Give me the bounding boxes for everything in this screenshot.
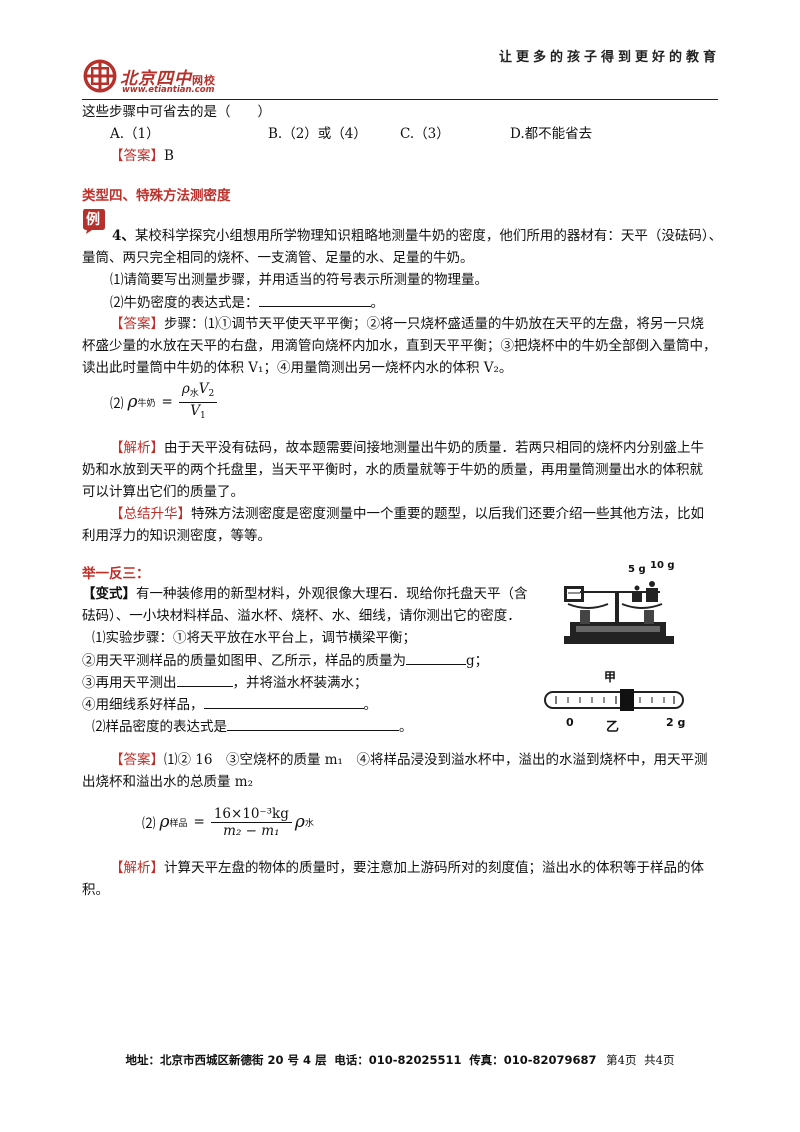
- page-footer: 地址：北京市西城区新德街 20 号 4 层 电话：010-82025511 传真…: [125, 1053, 675, 1067]
- q4-line1: 4、某校科学探究小组想用所学物理知识粗略地测量牛奶的密度，他们所用的器材有：天平…: [112, 228, 723, 244]
- q4-sub1: ⑴请简要写出测量步骤，并用适当的符号表示所测量的物理量。: [110, 272, 488, 288]
- prev-option-c: C.（3）: [400, 126, 450, 142]
- balance-scale-icon: [564, 581, 674, 644]
- figure-label-yi: 乙: [606, 720, 620, 735]
- q4-answer-line3: 读出此时量筒中牛奶的体积 V₁；④用量筒测出另一烧杯内水的体积 V₂。: [82, 360, 513, 376]
- logo-emblem-icon: [83, 59, 117, 93]
- prev-option-d: D.都不能省去: [510, 126, 593, 142]
- prev-option-b: B.（2）或（4）: [268, 126, 367, 142]
- header-slogan: 让更多的孩子得到更好的教育: [498, 50, 720, 65]
- weight-label-10g: 10 g: [650, 560, 675, 571]
- figure-label-jia: 甲: [604, 670, 617, 684]
- page-number: 第4页: [606, 1053, 637, 1067]
- q4-line2: 量筒、两只完全相同的烧杯、一支滴管、足量的水、足量的牛奶。: [82, 250, 474, 266]
- q4-summary-line2: 利用浮力的知识测密度，等等。: [82, 528, 271, 544]
- variant-answer-line1: 【答案】⑴② 16 ③空烧杯的质量 m₁ ④将样品浸没到溢水杯中，溢出的水溢到烧…: [110, 752, 708, 768]
- section-title: 类型四、特殊方法测密度: [82, 188, 231, 204]
- variant-step3: ③再用天平测出，并将溢水杯装满水；: [82, 672, 368, 693]
- rider-scale-icon: [544, 689, 684, 711]
- prev-answer: 【答案】B: [110, 148, 174, 164]
- scale-label-2g: 2 g: [666, 716, 686, 729]
- variant-line2: 砝码）、一小块材料样品、溢水杯、烧杯、水、细线，请你测出它的密度．: [82, 608, 521, 624]
- example-badge: 例: [82, 207, 106, 235]
- q4-summary-line1: 【总结升华】特殊方法测密度是密度测量中一个重要的题型，以后我们还要介绍一些其他方…: [110, 506, 704, 522]
- q4-answer-line2: 杯盛少量的水放在天平的右盘，用滴管向烧杯内加水，直到天平平衡；③把烧杯中的牛奶全…: [82, 338, 717, 354]
- variant-title: 举一反三：: [82, 566, 150, 582]
- balance-figure: [560, 562, 680, 672]
- logo: [82, 58, 118, 94]
- variant-answer-line2: 出烧杯和溢出水的总质量 m₂: [82, 774, 254, 790]
- variant-step4: ④用细线系好样品，。: [82, 694, 377, 715]
- header-divider: [82, 99, 718, 100]
- weight-label-5g: 5 g: [628, 564, 646, 575]
- logo-url: www.etiantian.com: [122, 85, 215, 95]
- scale-label-0: 0: [566, 716, 574, 729]
- rider-scale: [544, 688, 684, 712]
- page-total: 共4页: [644, 1053, 675, 1067]
- example-badge-icon: [83, 209, 105, 234]
- q4-sub2: ⑵牛奶密度的表达式是：。: [110, 292, 384, 313]
- variant-expr: ⑵样品密度的表达式是。: [92, 716, 413, 737]
- prev-option-a: A.（1）: [110, 126, 160, 142]
- variant-line1: 【变式】有一种装修用的新型材料，外观很像大理石．现给你托盘天平（含: [82, 586, 528, 602]
- q4-answer-line1: 【答案】步骤：⑴①调节天平使天平平衡；②将一只烧杯盛适量的牛奶放在天平的左盘，将…: [110, 316, 704, 332]
- prev-question-stem: 这些步骤中可省去的是（ ）: [82, 104, 271, 120]
- q4-analysis-line3: 可以计算出它们的质量了。: [82, 484, 244, 500]
- variant-analysis-line1: 【解析】计算天平左盘的物体的质量时，要注意加上游码所对的刻度值；溢出水的体积等于…: [110, 860, 704, 876]
- q4-analysis-line2: 奶和水放到天平的两个托盘里，当天平平衡时，水的质量就等于牛奶的质量，再用量筒测量…: [82, 462, 703, 478]
- variant-step1: ⑴实验步骤：①将天平放在水平台上，调节横梁平衡；: [92, 630, 416, 646]
- q4-analysis-line1: 【解析】由于天平没有砝码，故本题需要间接地测量出牛奶的质量．若两只相同的烧杯内分…: [110, 440, 704, 456]
- logo-text: 北京四中网校: [120, 69, 216, 89]
- variant-analysis-line2: 积。: [82, 882, 109, 898]
